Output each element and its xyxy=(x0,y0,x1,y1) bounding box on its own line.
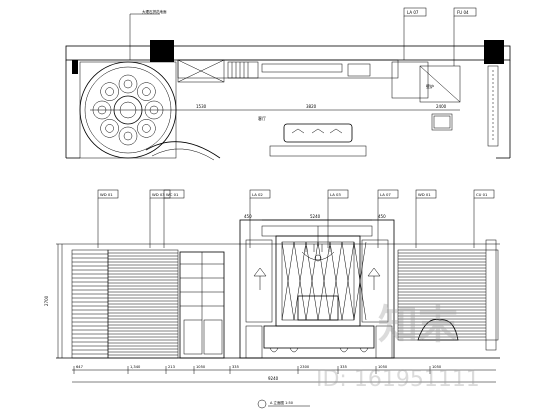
elev-dim-left-top: 450 xyxy=(244,214,252,219)
watermark-id: ID: 161951111 xyxy=(316,367,480,392)
elev-center-panel xyxy=(275,235,361,327)
elev-title: A 立面图 1:50 xyxy=(270,400,293,405)
plan-column-right xyxy=(484,40,504,64)
elev-tv xyxy=(297,295,339,321)
medallion-petal xyxy=(118,74,138,94)
watermark-brand: 知末 xyxy=(378,302,458,348)
elev-tag-label: LA 02 xyxy=(252,192,263,197)
elev-bottom-total: 9240 xyxy=(268,376,279,381)
plan-top-wall xyxy=(65,45,511,61)
wall-lamp-left-icon xyxy=(253,267,267,277)
elev-bottom-dim: 1050 xyxy=(196,365,206,369)
elev-console xyxy=(263,325,375,349)
elev-tag-label: LA 07 xyxy=(380,192,391,197)
medallion-petal xyxy=(100,82,119,101)
plan-tv-console xyxy=(261,63,343,73)
plan-dim-3: 2400 xyxy=(436,104,447,109)
elev-tag-label: WD 03 xyxy=(152,192,165,197)
elev-bottom-dim: 1050 xyxy=(378,365,388,369)
elev-tag-box xyxy=(327,189,349,199)
plan-room-label: 客厅 xyxy=(258,115,266,121)
medallion-petal xyxy=(137,82,156,101)
elev-feature-wall xyxy=(239,219,395,359)
elev-tag-label: WD 01 xyxy=(100,192,113,197)
plan-dim-1: 1530 xyxy=(196,104,207,109)
elev-bottom-dim: 1,340 xyxy=(130,365,141,369)
elev-bottom-dim: 647 xyxy=(76,365,83,369)
plan-tag-la07: LA 07 xyxy=(407,10,419,15)
elev-tag-box xyxy=(415,189,437,199)
elev-bottom-dim: 335 xyxy=(340,365,347,369)
plan-column-left xyxy=(150,40,174,62)
elev-armchair xyxy=(417,319,459,341)
medallion-petal xyxy=(100,119,119,138)
elev-bottom-dim: 1050 xyxy=(432,365,442,369)
plan-cabinet-strip xyxy=(177,59,399,79)
floor-plan: 1530 3820 2400 客厅 大理石拼花地面 LA 07 FU 04 壁炉 xyxy=(65,7,511,161)
plan-tag-fu04: FU 04 xyxy=(457,10,469,15)
elev-height-dim: 2700 xyxy=(44,295,49,306)
plan-fireplace xyxy=(419,65,461,103)
elev-tag-box xyxy=(377,189,399,199)
elev-dim-total-top: 5240 xyxy=(310,214,321,219)
elev-dim-right-top: 450 xyxy=(378,214,386,219)
plan-note: 大理石拼花地面 xyxy=(142,9,167,14)
elev-tag-box xyxy=(473,189,495,199)
wall-lamp-right-icon xyxy=(367,267,381,277)
plan-fixture-label: 壁炉 xyxy=(426,83,434,89)
elev-bottom-dim: 335 xyxy=(232,365,239,369)
plan-sofa xyxy=(283,123,353,143)
plan-dim-2: 3820 xyxy=(306,104,317,109)
elev-tag-label: WD 01 xyxy=(418,192,431,197)
elevation: 2700 xyxy=(44,189,500,409)
elev-tag-box xyxy=(163,189,185,199)
plan-chair xyxy=(431,113,453,131)
elev-side-panel-left xyxy=(245,239,273,323)
elev-tag-box xyxy=(149,189,171,199)
elev-title-marker xyxy=(257,399,267,409)
elev-side-panel-right xyxy=(361,239,389,323)
elev-tag-label: LA 03 xyxy=(330,192,341,197)
medallion-petal xyxy=(118,126,138,146)
watermark: 知末 ID: 161951111 xyxy=(316,302,480,392)
elev-bottom-dim: 213 xyxy=(168,365,175,369)
chandelier-icon xyxy=(301,226,335,262)
elev-tag-box xyxy=(97,189,119,199)
elev-bottom-dim: 2300 xyxy=(300,365,310,369)
elev-tag-box xyxy=(249,189,271,199)
elev-tag-label: WC 01 xyxy=(166,192,179,197)
medallion-petal xyxy=(137,119,156,138)
elev-tag-label: CU 01 xyxy=(476,192,488,197)
